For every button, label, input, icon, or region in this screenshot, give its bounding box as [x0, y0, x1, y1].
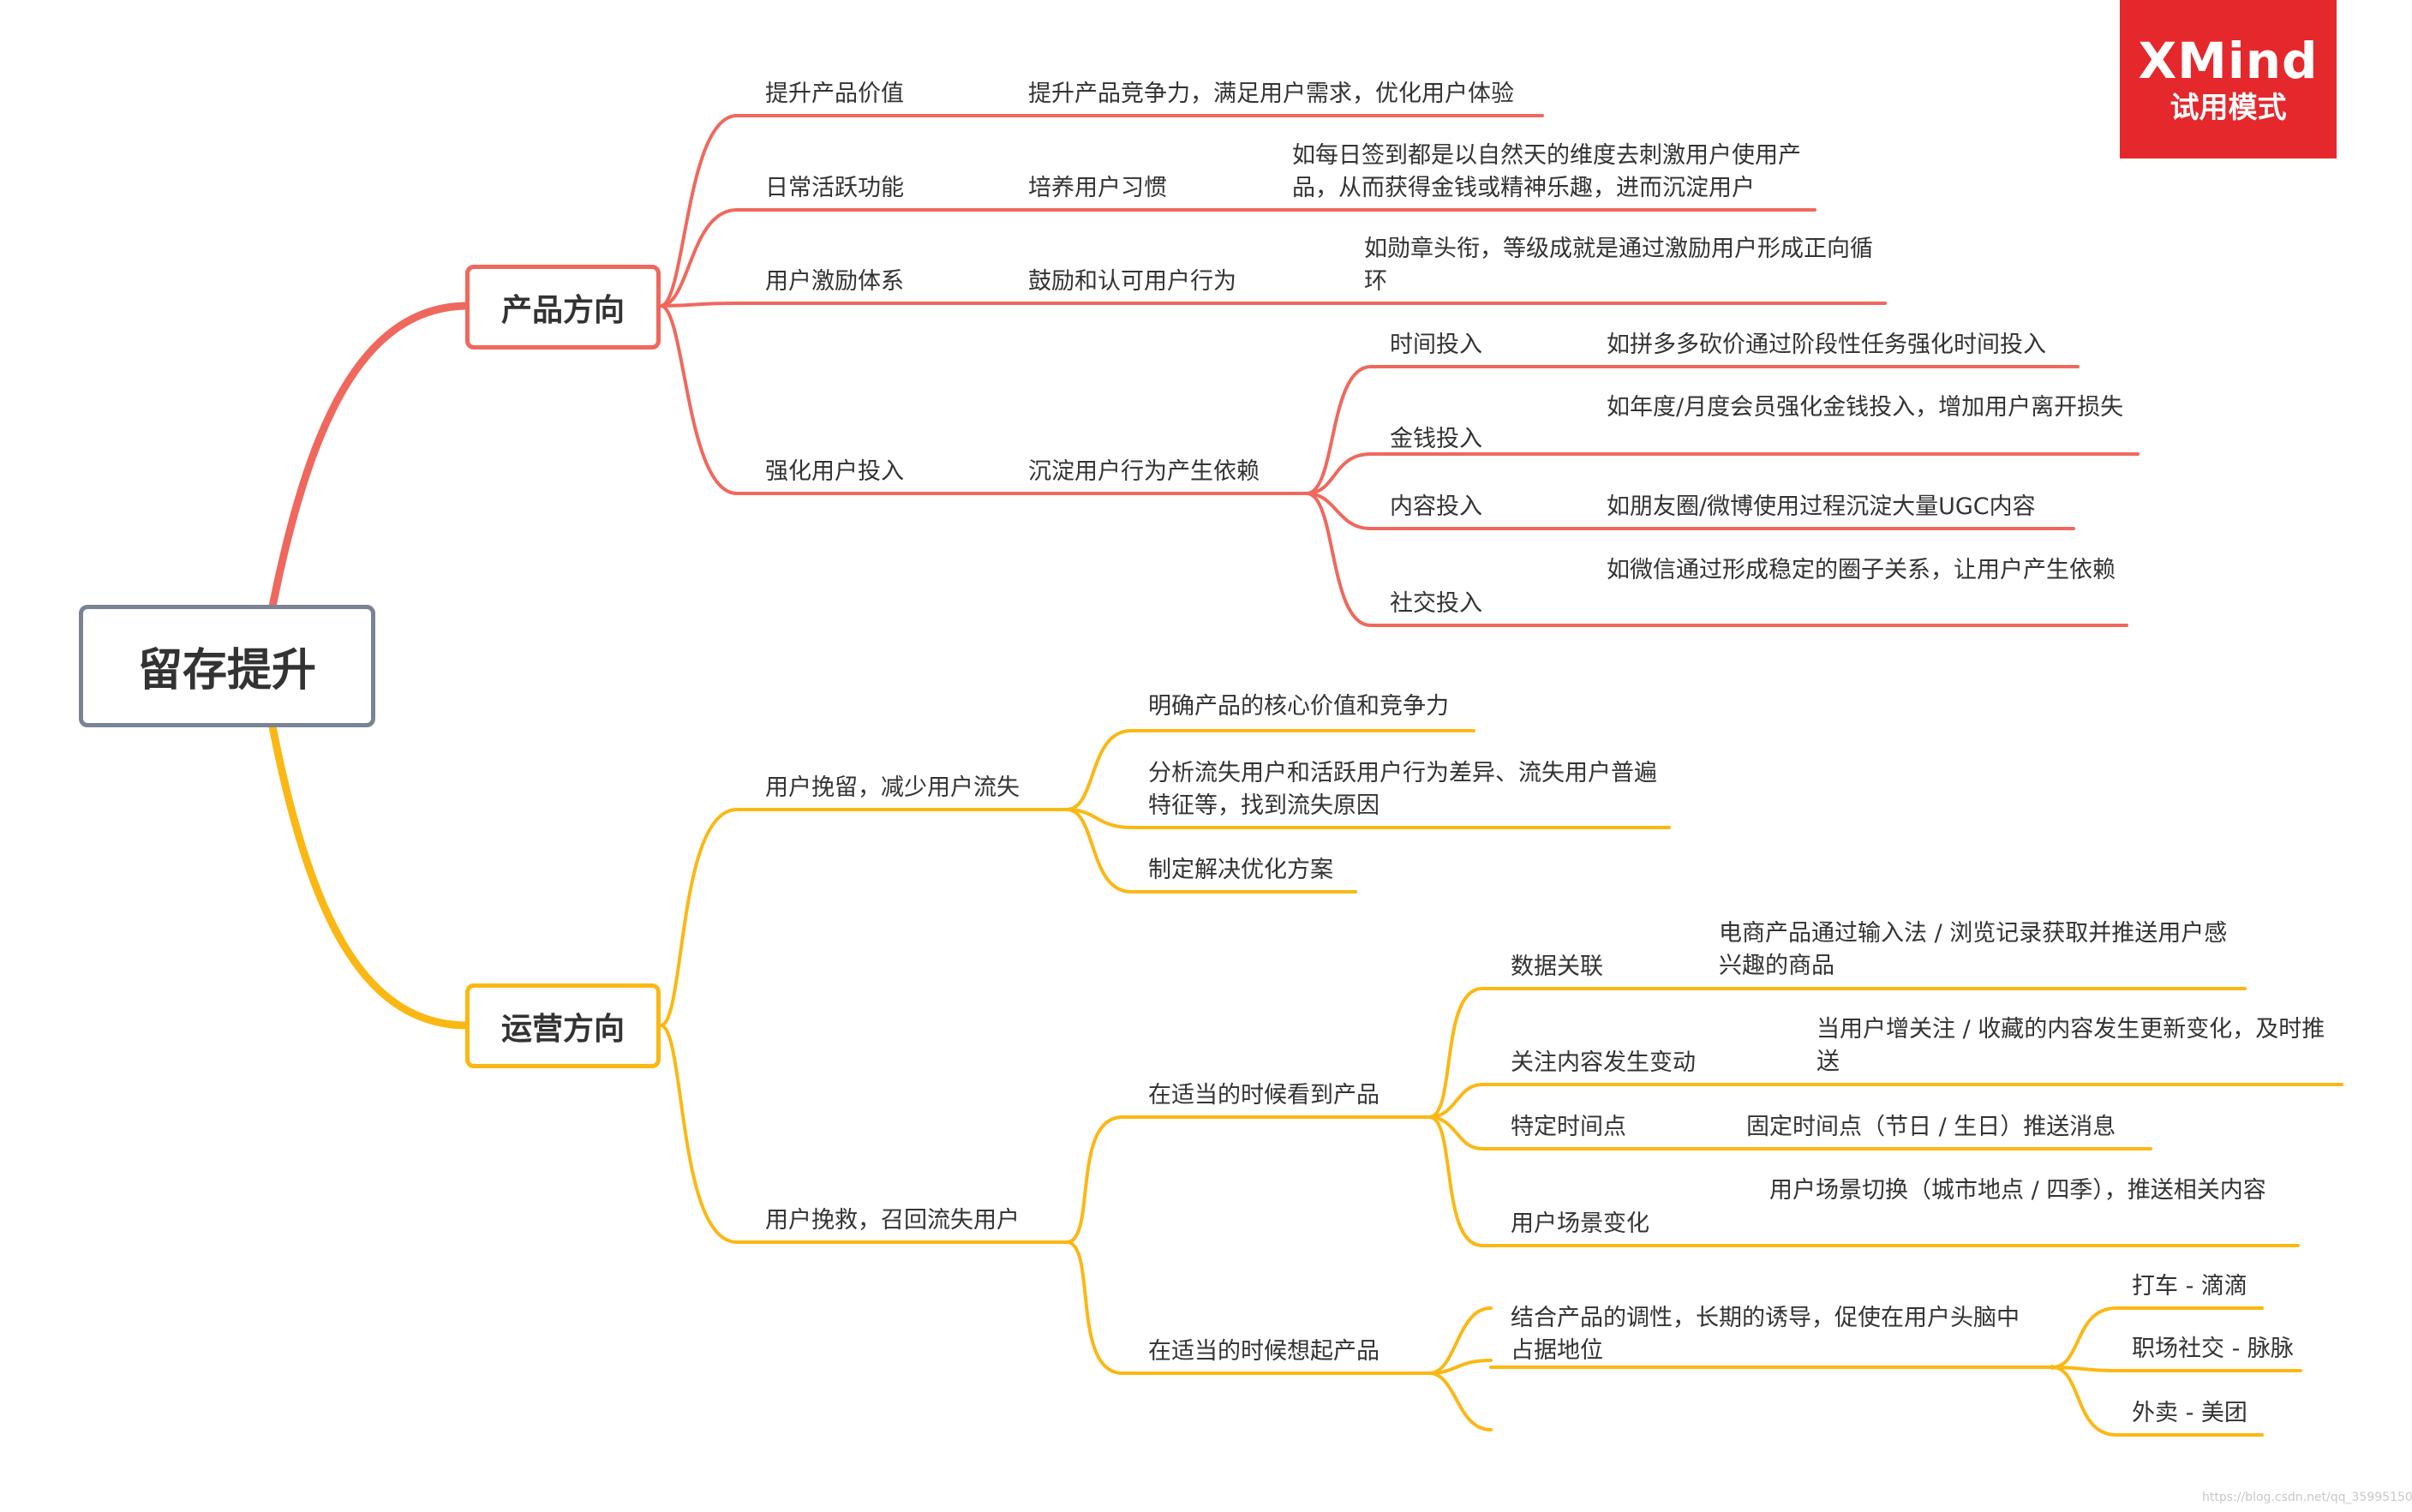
ops-connectors — [659, 729, 2343, 1437]
note-badges-levels[interactable]: 如勋章头衔，等级成就是通过激励用户形成正向循环 — [1364, 236, 1873, 295]
topic-daily-active-features[interactable]: 日常活跃功能 — [765, 175, 904, 201]
detail-scene-change[interactable]: 用户场景切换（城市地点 / 四季），推送相关内容 — [1769, 1177, 2266, 1204]
detail-cultivate-habits[interactable]: 培养用户习惯 — [1028, 175, 1167, 201]
topic-data-association[interactable]: 数据关联 — [1511, 953, 1603, 980]
detail-recall-mind[interactable]: 结合产品的调性，长期的诱导，促使在用户头脑中占据地位 — [1511, 1305, 2020, 1364]
xmind-trial-badge[interactable]: XMind 试用模式 — [2120, 0, 2337, 158]
topic-recall-product[interactable]: 在适当的时候想起产品 — [1148, 1338, 1380, 1365]
detail-data-association[interactable]: 电商产品通过输入法 / 浏览记录获取并推送用户感兴趣的商品 — [1719, 920, 2228, 979]
url-watermark: https://blog.csdn.net/qq_35995150 — [2202, 1491, 2412, 1504]
product-connectors — [659, 114, 2140, 627]
xmind-logo-text: XMind — [2138, 31, 2319, 90]
detail-content-investment[interactable]: 如朋友圈/微博使用过程沉淀大量UGC内容 — [1607, 493, 2036, 520]
topic-enhance-product-value[interactable]: 提升产品价值 — [765, 81, 904, 107]
detail-encourage-behavior[interactable]: 鼓励和认可用户行为 — [1028, 268, 1236, 295]
topic-user-retention[interactable]: 用户挽留，减少用户流失 — [765, 774, 1020, 801]
note-daily-checkin[interactable]: 如每日签到都是以自然天的维度去刺激用户使用产品，从而获得金钱或精神乐趣，进而沉淀… — [1292, 142, 1801, 201]
detail-specific-time-point[interactable]: 固定时间点（节日 / 生日）推送消息 — [1746, 1114, 2116, 1140]
branch-operation-direction[interactable]: 运营方向 — [465, 983, 661, 1068]
retain-item-solution[interactable]: 制定解决优化方案 — [1148, 857, 1333, 883]
topic-time-investment[interactable]: 时间投入 — [1390, 332, 1482, 358]
trial-mode-label: 试用模式 — [2170, 90, 2287, 125]
example-workplace-maimai[interactable]: 职场社交 - 脉脉 — [2132, 1336, 2294, 1362]
retain-item-core-value[interactable]: 明确产品的核心价值和竞争力 — [1148, 693, 1449, 720]
topic-specific-time-point[interactable]: 特定时间点 — [1511, 1114, 1626, 1140]
central-to-ops-connector — [268, 722, 470, 1030]
detail-money-investment[interactable]: 如年度/月度会员强化金钱投入，增加用户离开损失 — [1607, 394, 2124, 421]
detail-enhance-competitiveness[interactable]: 提升产品竞争力，满足用户需求，优化用户体验 — [1028, 81, 1514, 107]
topic-see-product[interactable]: 在适当的时候看到产品 — [1148, 1082, 1380, 1109]
central-to-product-connector — [268, 302, 470, 611]
topic-money-investment[interactable]: 金钱投入 — [1390, 426, 1482, 452]
topic-strengthen-user-investment[interactable]: 强化用户投入 — [765, 458, 904, 485]
central-topic[interactable]: 留存提升 — [79, 605, 375, 727]
example-delivery-meituan[interactable]: 外卖 - 美团 — [2132, 1400, 2247, 1426]
topic-user-incentive-system[interactable]: 用户激励体系 — [765, 268, 904, 295]
detail-build-dependency[interactable]: 沉淀用户行为产生依赖 — [1028, 458, 1260, 485]
detail-time-investment[interactable]: 如拼多多砍价通过阶段性任务强化时间投入 — [1607, 332, 2046, 358]
topic-social-investment[interactable]: 社交投入 — [1390, 590, 1482, 617]
topic-followed-content-change[interactable]: 关注内容发生变动 — [1511, 1049, 1696, 1076]
topic-content-investment[interactable]: 内容投入 — [1390, 493, 1482, 520]
detail-followed-content-change[interactable]: 当用户增关注 / 收藏的内容发生更新变化，及时推送 — [1816, 1016, 2325, 1075]
detail-social-investment[interactable]: 如微信通过形成稳定的圈子关系，让用户产生依赖 — [1607, 557, 2116, 583]
topic-scene-change[interactable]: 用户场景变化 — [1511, 1210, 1649, 1237]
retain-item-analyze-churn[interactable]: 分析流失用户和活跃用户行为差异、流失用户普遍特征等，找到流失原因 — [1148, 760, 1657, 819]
example-taxi-didi[interactable]: 打车 - 滴滴 — [2132, 1273, 2247, 1300]
branch-product-direction[interactable]: 产品方向 — [465, 265, 661, 350]
topic-user-recall[interactable]: 用户挽救，召回流失用户 — [765, 1207, 1020, 1234]
